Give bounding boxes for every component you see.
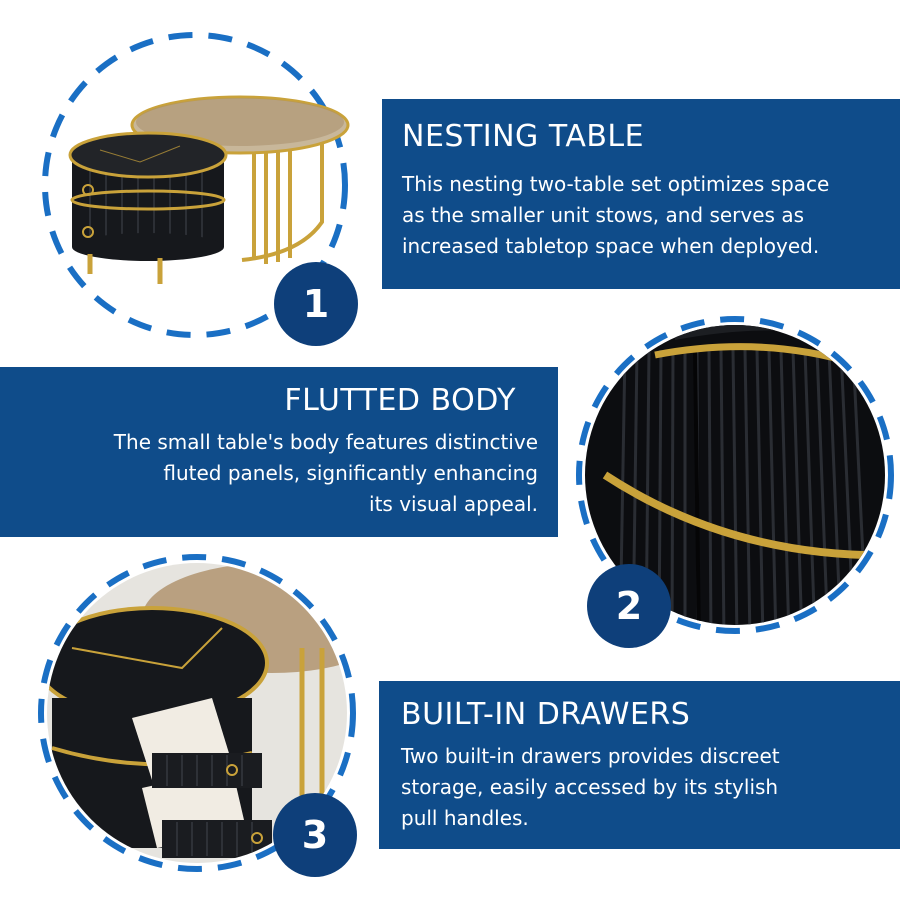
feature-panel-built-in-drawers: BUILT-IN DRAWERS Two built-in drawers pr… (379, 681, 900, 849)
description-line: increased tabletop space when deployed. (402, 234, 820, 258)
number-badge-3: 3 (273, 793, 357, 877)
number-badge-2: 2 (587, 564, 671, 648)
feature-description: Two built-in drawers provides discreet s… (401, 741, 900, 834)
description-line: pull handles. (401, 806, 529, 830)
photo-built-in-drawers (38, 554, 356, 872)
description-line: its visual appeal. (369, 492, 538, 516)
description-line: storage, easily accessed by its stylish (401, 775, 779, 799)
feature-description: This nesting two-table set optimizes spa… (402, 169, 900, 262)
feature-title: FLUTTED BODY (284, 383, 516, 418)
feature-panel-flutted-body: FLUTTED BODY The small table's body feat… (0, 367, 558, 537)
description-line: Two built-in drawers provides discreet (401, 744, 780, 768)
description-line: fluted panels, significantly enhancing (163, 461, 538, 485)
feature-title: BUILT-IN DRAWERS (401, 697, 691, 732)
feature-panel-nesting-table: NESTING TABLE This nesting two-table set… (382, 99, 900, 289)
number-badge-1: 1 (274, 262, 358, 346)
description-line: as the smaller unit stows, and serves as (402, 203, 804, 227)
photo-nesting-table (42, 32, 350, 338)
description-line: This nesting two-table set optimizes spa… (402, 172, 830, 196)
description-line: The small table's body features distinct… (113, 430, 538, 454)
feature-description: The small table's body features distinct… (0, 427, 538, 520)
feature-title: NESTING TABLE (402, 119, 645, 154)
